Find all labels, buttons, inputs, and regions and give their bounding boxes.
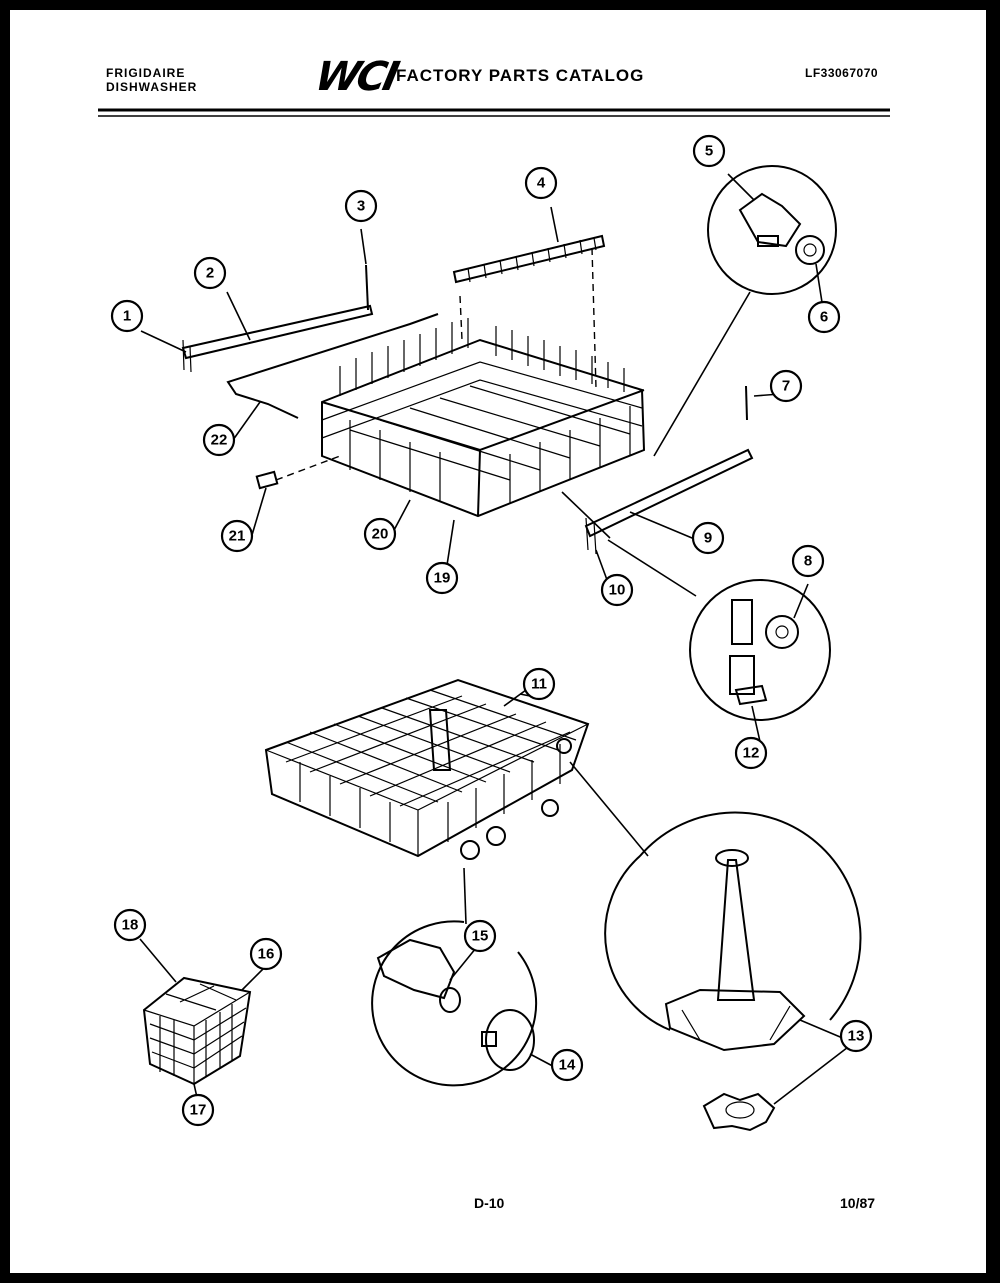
svg-text:21: 21 xyxy=(229,528,246,545)
svg-text:5: 5 xyxy=(705,143,713,160)
upper-rack-drawing xyxy=(181,165,837,721)
svg-text:3: 3 xyxy=(357,198,365,215)
callout-20: 20 xyxy=(363,517,397,551)
callout-10: 10 xyxy=(600,573,634,607)
svg-text:13: 13 xyxy=(848,1028,865,1045)
lower-rack-drawing xyxy=(264,678,862,1132)
callout-leaders xyxy=(139,173,853,1105)
callout-14: 14 xyxy=(550,1048,584,1082)
svg-text:16: 16 xyxy=(258,946,275,963)
callout-3: 3 xyxy=(344,189,378,223)
svg-text:2: 2 xyxy=(206,265,214,282)
callout-15: 15 xyxy=(463,919,497,953)
callout-18: 18 xyxy=(113,908,147,942)
exploded-parts-diagram: 1 2 3 4 5 6 7 8 9 10 11 12 13 14 15 16 1… xyxy=(98,108,890,1132)
callout-8: 8 xyxy=(791,544,825,578)
silverware-basket-drawing xyxy=(142,976,252,1086)
catalog-title: FACTORY PARTS CATALOG xyxy=(396,66,645,85)
svg-text:9: 9 xyxy=(704,530,712,547)
date-code: 10/87 xyxy=(840,1195,876,1211)
callout-5: 5 xyxy=(692,134,726,168)
callout-21: 21 xyxy=(220,519,254,553)
callout-1: 1 xyxy=(110,299,144,333)
callout-13: 13 xyxy=(839,1019,873,1053)
svg-text:19: 19 xyxy=(434,570,451,587)
svg-text:11: 11 xyxy=(531,676,547,693)
callout-16: 16 xyxy=(249,937,283,971)
callout-19: 19 xyxy=(425,561,459,595)
svg-text:20: 20 xyxy=(372,526,389,543)
callout-12: 12 xyxy=(734,736,768,770)
svg-text:22: 22 xyxy=(211,432,228,449)
callout-2: 2 xyxy=(193,256,227,290)
svg-text:8: 8 xyxy=(804,553,812,570)
svg-text:4: 4 xyxy=(537,175,546,192)
svg-text:6: 6 xyxy=(820,309,828,326)
svg-text:18: 18 xyxy=(122,917,139,934)
page-code: D-10 xyxy=(474,1195,505,1211)
callout-11: 11 xyxy=(522,667,556,701)
svg-text:12: 12 xyxy=(743,745,760,762)
svg-text:15: 15 xyxy=(472,928,489,945)
callout-6: 6 xyxy=(807,300,841,334)
brand-name: FRIGIDAIRE xyxy=(106,66,186,80)
svg-text:17: 17 xyxy=(190,1102,207,1119)
svg-text:1: 1 xyxy=(123,308,131,325)
callout-7: 7 xyxy=(769,369,803,403)
callout-4: 4 xyxy=(524,166,558,200)
product-type: DISHWASHER xyxy=(106,80,198,94)
parts-diagram-page: FRIGIDAIRE DISHWASHER WCI FACTORY PARTS … xyxy=(10,10,986,1273)
svg-text:7: 7 xyxy=(782,378,790,395)
svg-text:10: 10 xyxy=(609,582,626,599)
callout-17: 17 xyxy=(181,1093,215,1127)
model-number: LF33067070 xyxy=(805,66,879,80)
callout-22: 22 xyxy=(202,423,236,457)
callout-9: 9 xyxy=(691,521,725,555)
svg-text:14: 14 xyxy=(559,1057,576,1074)
